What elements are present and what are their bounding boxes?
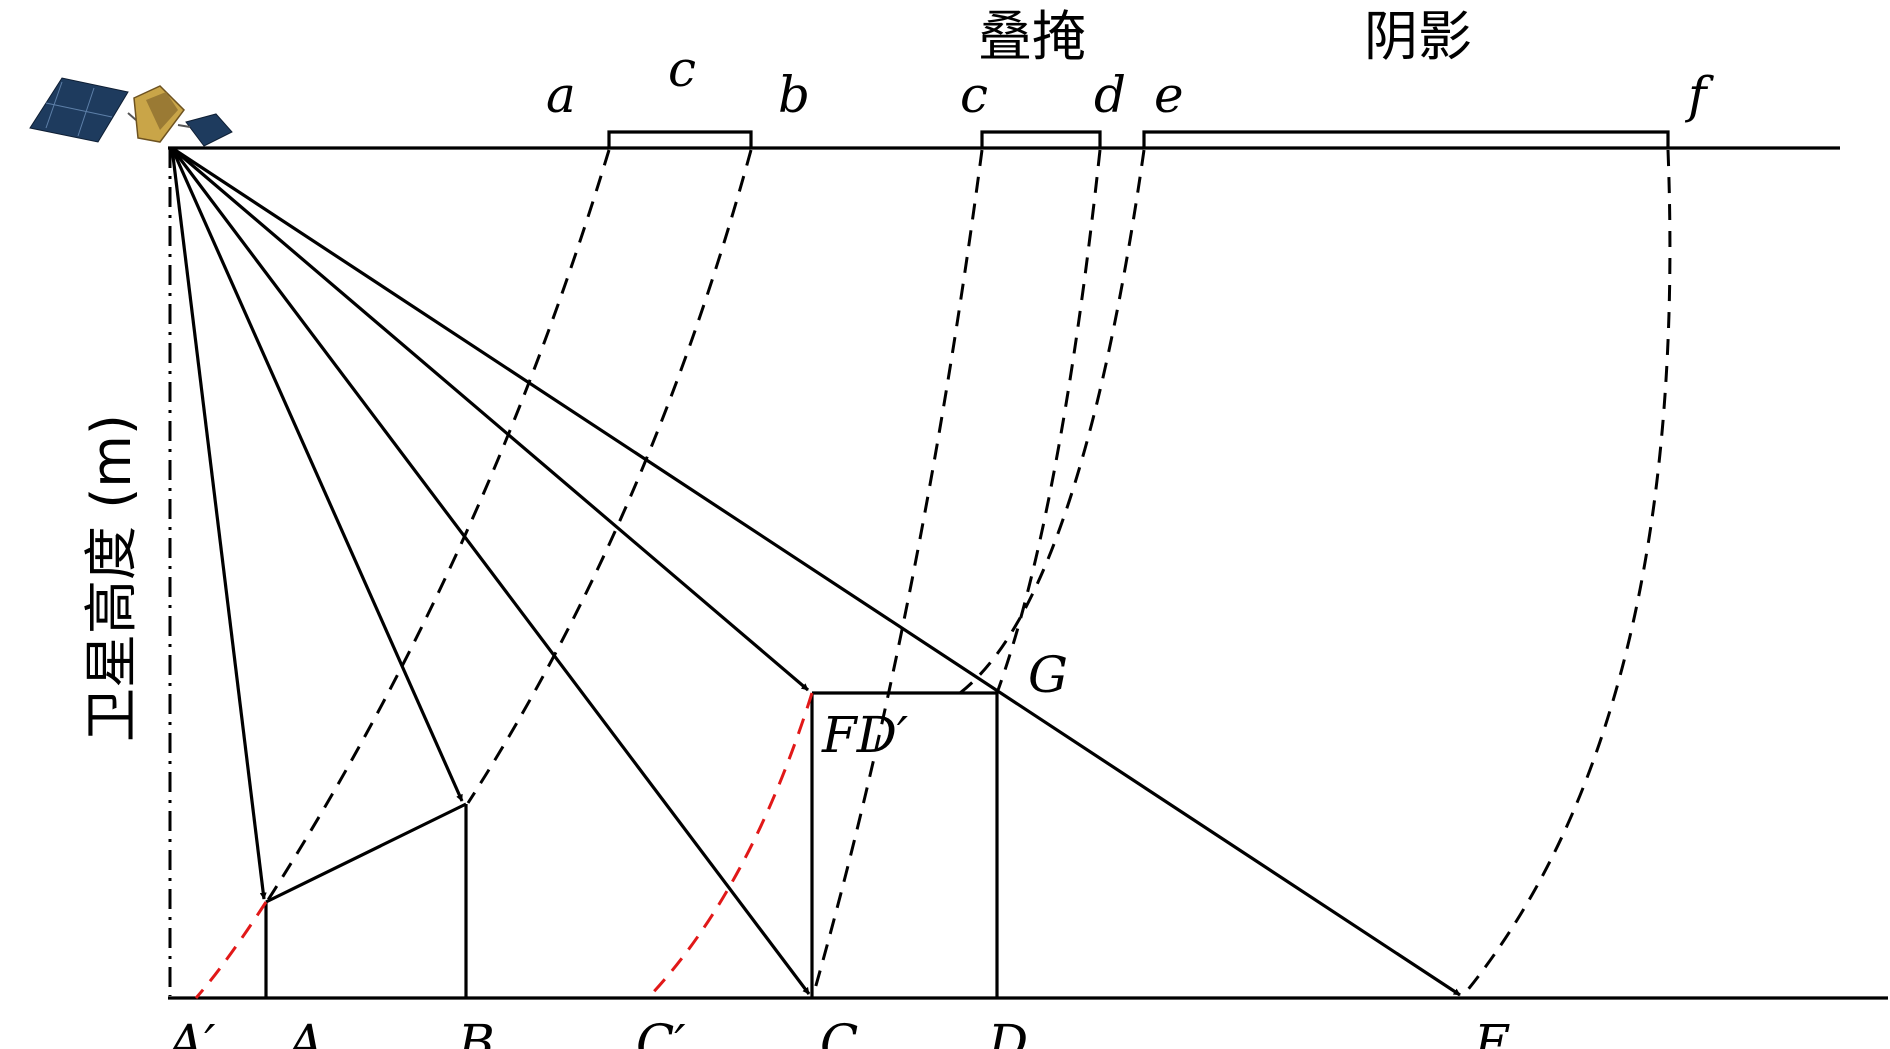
y-axis-label: 卫星高度 (m) [80,414,143,742]
projection-A [194,901,268,999]
bracket-cd [980,130,1102,148]
label-G: G [1028,646,1068,704]
ray-to-F [170,146,810,692]
radar-rays [170,146,1461,997]
range-arcs [266,149,1672,998]
label-layover: 叠掩 [978,5,1086,68]
arc-a [266,149,611,901]
label-d: d [1094,66,1126,124]
label-C-prime: C′ [636,1014,686,1049]
ray-to-B [170,147,464,802]
label-shadow: 阴影 [1364,5,1472,68]
label-A: A [284,1014,324,1049]
bracket-ab [607,130,753,148]
label-A-prime: A′ [164,1014,216,1049]
label-f: f [1684,66,1714,124]
arc-f [1460,149,1672,998]
label-FD-prime: FD′ [821,706,909,764]
label-e: e [1154,66,1184,124]
ray-to-C [170,147,811,995]
arc-e [959,149,1146,695]
ray-to-A [170,147,267,900]
label-c: c [960,66,988,124]
ray-to-E [171,146,1461,997]
label-C: C [820,1014,858,1049]
arc-c [811,149,984,997]
label-E: E [1473,1014,1511,1049]
arc-d [995,149,1102,694]
bracket-ef [1142,130,1670,148]
terrain-profile [264,691,999,998]
projection-F [646,692,814,1000]
label-a: a [546,66,576,124]
label-D: D [987,1014,1028,1049]
label-c-top: c [668,40,696,98]
label-b: b [778,66,810,124]
arc-b [466,149,753,804]
satellite-icon [29,77,233,147]
label-B: B [457,1014,495,1049]
